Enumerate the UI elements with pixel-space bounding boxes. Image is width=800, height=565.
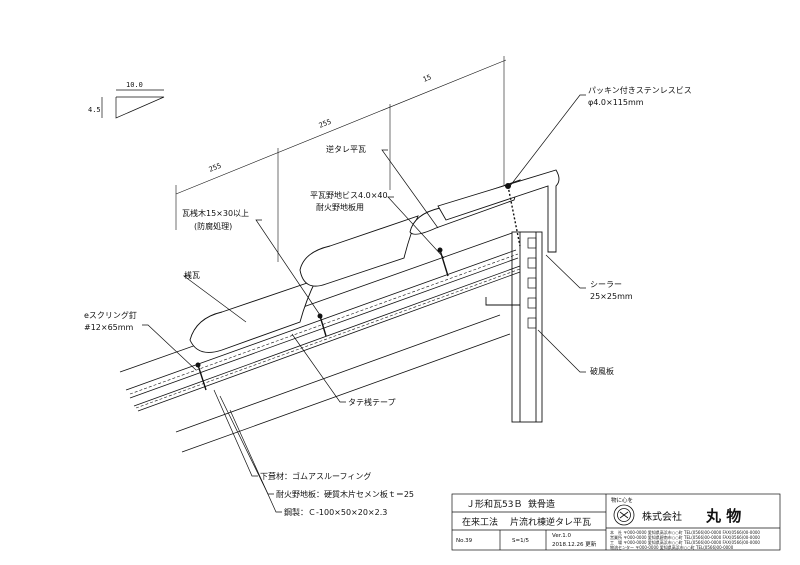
slope-rise-label: 4.5	[88, 106, 101, 114]
slope-run-label: 10.0	[126, 81, 143, 89]
bargeboard-bumps	[527, 237, 537, 329]
title-line2-b: 片流れ棟逆タレ平瓦	[510, 516, 591, 528]
label-bargeboard: 破風板	[590, 366, 614, 376]
label-sealer-size: 25×25mm	[590, 292, 633, 301]
title-block	[451, 493, 781, 551]
label-reverse-tile: 逆タレ平瓦	[326, 144, 366, 154]
label-screw-size: φ4.0×115mm	[588, 98, 644, 107]
company-brand: 丸 物	[705, 507, 741, 525]
company-address-1: 本 社 〒000-0000 愛知県高浜市○○町 TEL(0566)00-0000…	[610, 529, 760, 535]
steel-channel	[485, 231, 543, 423]
label-screw: パッキン付きステンレスビス	[588, 85, 692, 95]
title-line1-b: 鉄骨造	[528, 498, 555, 510]
span-1-label: 255	[208, 162, 223, 174]
company-motto: 物に心を	[611, 496, 633, 504]
company-address-2: 営業所 〒000-0000 愛知県碧南市○○町 TEL(0566)00-0000…	[610, 534, 760, 540]
label-sealer: シーラー	[590, 280, 622, 289]
underlay-dashed	[129, 253, 521, 409]
title-line1-a: Ｊ形和瓦53Ｂ	[466, 498, 522, 510]
label-ridge-tile: 桟瓦	[184, 270, 200, 280]
label-base-screw-use: 耐火野地板用	[316, 202, 364, 212]
slope-indicator	[101, 89, 165, 119]
label-nail-size: #12×65mm	[84, 323, 134, 332]
drawing-number: No.39	[456, 538, 473, 544]
label-nail: eスクリング釘	[84, 310, 137, 320]
drawing-version: Ver.1.0	[552, 533, 571, 539]
company-address-4: 物流センター 〒000-0000 愛知県高浜市○○町 TEL(0566)00-0…	[610, 544, 734, 550]
leader-lines	[142, 94, 586, 513]
label-underlay: 下葺材：ゴムアスルーフィング	[260, 471, 371, 481]
label-batten: 瓦桟木15×30以上	[182, 208, 249, 218]
company-address-3: 工 場 〒000-0000 愛知県高浜市○○町 TEL(0566)00-0000…	[610, 539, 760, 545]
roof-tiles	[189, 169, 560, 353]
dimension-line	[175, 56, 507, 262]
drawing-scale: S=1/5	[512, 538, 529, 544]
label-base-screw: 平瓦野地ビス4.0×40	[310, 190, 388, 200]
company-type: 株式会社	[642, 510, 682, 523]
company-seal	[613, 504, 635, 526]
label-steel: 鋼製：Ｃ-100×50×20×2.3	[284, 507, 387, 517]
span-2-label: 255	[318, 118, 333, 130]
span-3-label: 15	[422, 73, 433, 84]
title-line2-a: 在来工法	[462, 516, 498, 528]
screw-heads	[195, 183, 511, 368]
screws	[197, 185, 521, 391]
drawing-date: 2018.12.26 更新	[552, 540, 597, 548]
label-roof-board: 耐火野地板：硬質木片セメン板ｔ＝25	[276, 489, 414, 499]
label-tape: タテ桟テープ	[348, 397, 396, 407]
label-batten-note: (防腐処理)	[194, 221, 232, 231]
